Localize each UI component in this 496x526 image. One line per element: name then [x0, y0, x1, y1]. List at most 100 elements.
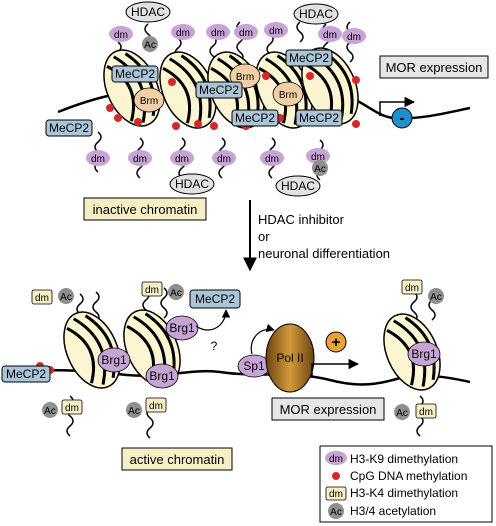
legend-item-k9: dm H3-K9 dimethylation [325, 451, 458, 466]
nucleosome [103, 49, 161, 127]
brg1-label: Brg1 [149, 369, 175, 383]
legend-k4-label: H3-K4 dimethylation [350, 486, 458, 500]
mecp2-label: MeCP2 [289, 51, 329, 65]
ac-label: Ac [170, 288, 182, 299]
dm-label: dm [176, 28, 190, 39]
legend: dm H3-K9 dimethylation CpG DNA methylati… [319, 445, 493, 523]
dm-mark: dm [260, 150, 284, 166]
dm-mark: dm [342, 28, 366, 44]
ac-label: Ac [430, 292, 442, 303]
dm-label: dm [329, 489, 343, 500]
dm-mark: dm [264, 22, 288, 38]
ac-marks-bottom: Ac Ac Ac Ac Ac Ac [42, 284, 444, 420]
hdac-label: HDAC [299, 7, 333, 21]
active-chromatin-label: active chromatin [130, 452, 225, 467]
mecp2-label: MeCP2 [195, 292, 235, 306]
mor-expression-label: MOR expression [386, 60, 483, 75]
question-mark: ? [211, 339, 218, 353]
dm-label: dm [311, 152, 325, 163]
active-chromatin-box: active chromatin [121, 447, 233, 471]
hdac-label: HDAC [131, 5, 165, 19]
transcription-arrow [311, 358, 360, 378]
mecp2-label: MeCP2 [235, 111, 275, 125]
transition-arrow: HDAC inhibitor or neuronal differentiati… [243, 200, 390, 272]
inactive-chromatin-label: inactive chromatin [93, 202, 198, 217]
brm-label: Brm [279, 90, 297, 101]
mor-expression-box-bottom: MOR expression [271, 397, 385, 421]
nucleosome [159, 51, 217, 129]
dm-label: dm [217, 154, 231, 165]
hdac-label: HDAC [175, 177, 209, 191]
dm-mark: dm [206, 24, 230, 40]
sp1-factor: Sp1 [237, 354, 271, 378]
dm-mark: dm [86, 150, 110, 166]
mecp2-proteins-bottom: MeCP2 MeCP2 [1, 289, 241, 383]
brm-label: Brm [236, 72, 254, 83]
legend-item-acet: Ac H3/4 acetylation [328, 503, 436, 519]
sp1-recruit-arrow [250, 323, 275, 355]
active-chromatin-panel: Brg1 Brg1 Brg1 Brg1 MeCP2 MeCP2 ? dm dm … [1, 279, 471, 471]
minus-label: - [399, 110, 404, 127]
dm-label: dm [269, 26, 283, 37]
dm-label: dm [239, 28, 253, 39]
plus-label: + [332, 334, 341, 351]
repression-sign: - [391, 107, 413, 129]
dm-label: dm [211, 28, 225, 39]
dm-label: dm [114, 30, 128, 41]
dm-label: dm [133, 154, 147, 165]
transcription-start-arrow [379, 96, 416, 116]
ac-label: Ac [144, 40, 156, 51]
pol2-complex: Pol II [265, 323, 315, 393]
sp1-label: Sp1 [243, 359, 265, 373]
inactive-chromatin-panel: HDAC HDAC HDAC HDAC dm dm dm dm dm dm dm… [45, 1, 489, 221]
mecp2-label: MeCP2 [115, 67, 155, 81]
dm-label: dm [35, 293, 49, 304]
brg1-proteins: Brg1 Brg1 Brg1 Brg1 [97, 315, 441, 389]
brm-label: Brm [140, 96, 158, 107]
dm-label: dm [347, 32, 361, 43]
ac-label: Ac [128, 406, 140, 417]
hdac-label: HDAC [281, 179, 315, 193]
brg1-label: Brg1 [411, 347, 437, 361]
dm-label: dm [149, 401, 163, 412]
dm-mark: dm [128, 150, 152, 166]
brg1-label: Brg1 [169, 321, 195, 335]
mecp2-proteins-top: MeCP2 MeCP2 MeCP2 MeCP2 MeCP2 MeCP2 [45, 49, 343, 137]
transition-label-3: neuronal differentiation [258, 246, 390, 261]
ac-label: Ac [60, 292, 72, 303]
transition-label-1: HDAC inhibitor [258, 212, 345, 227]
ac-label: Ac [314, 164, 326, 175]
dm-k4-marks: dm dm dm dm dm dm [31, 279, 437, 419]
legend-k9-label: H3-K9 dimethylation [350, 452, 458, 466]
legend-cpg-label: CpG DNA methylation [350, 469, 467, 483]
dm-k9-marks-top: dm dm dm dm dm dm dm dm dm dm dm dm dm [86, 22, 366, 166]
dm-label: dm [329, 454, 343, 465]
mecp2-label: MeCP2 [49, 121, 89, 135]
activation-sign: + [325, 331, 347, 353]
dm-mark: dm [318, 26, 342, 42]
legend-item-cpg: CpG DNA methylation [332, 469, 467, 483]
dm-mark: dm [171, 24, 195, 40]
brg1-label: Brg1 [101, 353, 127, 367]
dm-label: dm [323, 30, 337, 41]
dm-mark: dm [109, 26, 133, 42]
mecp2-label: MeCP2 [299, 111, 339, 125]
legend-item-k4: dm H3-K4 dimethylation [325, 486, 458, 501]
inactive-chromatin-box: inactive chromatin [83, 197, 207, 221]
dm-label: dm [265, 154, 279, 165]
mecp2-label: MeCP2 [6, 367, 46, 381]
mor-expression-box-top: MOR expression [379, 55, 489, 79]
ac-label: Ac [330, 507, 342, 518]
pol2-label: Pol II [276, 351, 303, 365]
dm-mark: dm [170, 150, 194, 166]
legend-acet-label: H3/4 acetylation [350, 504, 436, 518]
dm-mark: dm [306, 148, 330, 164]
ac-marks-top: Ac Ac [142, 36, 328, 176]
ac-label: Ac [396, 408, 408, 419]
dm-label: dm [65, 403, 79, 414]
transition-label-2: or [258, 229, 270, 244]
dm-label: dm [405, 283, 419, 294]
dm-label: dm [419, 407, 433, 418]
